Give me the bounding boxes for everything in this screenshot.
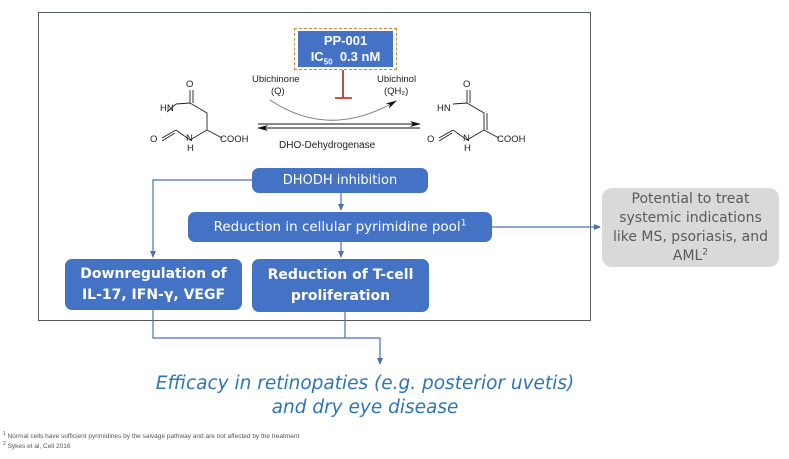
- tcell-reduction-box: Reduction of T-cell proliferation: [252, 259, 429, 312]
- pyrimidine-pool-label: Reduction in cellular pyrimidine pool1: [214, 219, 467, 235]
- downregulation-box: Downregulation of IL-17, IFN-γ, VEGF: [65, 259, 242, 310]
- dhodh-inhibition-label: DHODH inhibition: [282, 173, 398, 188]
- product-n: N: [463, 133, 470, 144]
- connector-downregulation-to-efficacy: [152, 310, 383, 365]
- pyrimidine-pool-box: Reduction in cellular pyrimidine pool1: [188, 212, 492, 242]
- efficacy-outcome: Efficacy in retinopaties (e.g. posterior…: [150, 372, 580, 420]
- ic50-value: 0.3 nM: [339, 49, 381, 64]
- footnote-1: 1 Normal cells have sufficient pyrimidin…: [3, 431, 299, 440]
- cofactor-arc: [269, 99, 397, 121]
- substrate-cooh: COOH: [220, 134, 249, 145]
- substrate-n: N: [186, 133, 193, 144]
- efficacy-line1: Efficacy in retinopaties (e.g. posterior…: [155, 373, 575, 394]
- downregulation-line1: Downregulation of: [80, 265, 227, 282]
- footnote-2-text: Sykes et al, Cell 2016: [7, 443, 71, 451]
- drug-name: PP-001: [323, 33, 368, 48]
- potential-line3: like MS, psoriasis, and: [612, 228, 768, 245]
- potential-line1: Potential to treat: [631, 190, 750, 207]
- product-oxygen-top: O: [463, 79, 471, 90]
- mechanism-frame: [38, 12, 591, 321]
- product-cooh: COOH: [497, 134, 526, 145]
- product-hn: HN: [437, 103, 451, 114]
- product-oxygen-left: O: [427, 134, 435, 145]
- connector-dhodh-to-downregulation: [150, 179, 252, 258]
- drug-ic50: IC50 0.3 nM: [298, 49, 393, 71]
- enzyme-label: DHO-Dehydrogenase: [279, 140, 376, 151]
- systemic-indications-box: Potential to treat systemic indications …: [602, 188, 779, 267]
- footnote-ref-2: 2: [702, 246, 709, 257]
- dhodh-inhibition-box: DHODH inhibition: [252, 168, 428, 193]
- product-h: H: [464, 143, 471, 154]
- footnote-1-text: Normal cells have sufficient pyrimidines…: [7, 433, 300, 441]
- cofactor-out-label: Ubichinol: [377, 74, 417, 85]
- potential-aml: AML: [672, 247, 703, 264]
- potential-line4: AML2: [613, 247, 768, 266]
- tcell-line2: proliferation: [290, 287, 391, 304]
- footnote-ref-1: 1: [460, 218, 467, 229]
- tcell-line1: Reduction of T-cell: [267, 266, 414, 283]
- ic50-label: IC: [310, 49, 324, 64]
- substrate-h: H: [187, 143, 194, 154]
- ic50-subscript: 50: [323, 57, 333, 67]
- downregulation-line2: IL-17, IFN-γ, VEGF: [81, 286, 226, 303]
- drug-highlight-frame: [294, 28, 397, 70]
- footnote-2-mark: 2: [3, 441, 6, 447]
- footnote-1-mark: 1: [3, 431, 6, 437]
- substrate-oxygen-left: O: [150, 134, 158, 145]
- pool-text: Reduction in cellular pyrimidine pool: [213, 219, 461, 235]
- substrate-hn: HN: [160, 103, 174, 114]
- substrate-structure: [161, 90, 223, 142]
- cofactor-in-abbr: (Q): [271, 86, 285, 97]
- substrate-oxygen-top: O: [186, 79, 194, 90]
- cofactor-out-abbr: (QH₂): [384, 86, 409, 97]
- product-structure: [438, 90, 500, 142]
- potential-line2: systemic indications: [619, 209, 762, 226]
- drug-box: PP-001 IC50 0.3 nM: [298, 31, 393, 67]
- footnote-2: 2 Sykes et al, Cell 2016: [3, 441, 70, 450]
- cofactor-in-label: Ubichinone: [252, 74, 300, 85]
- efficacy-line2: and dry eye disease: [271, 397, 459, 418]
